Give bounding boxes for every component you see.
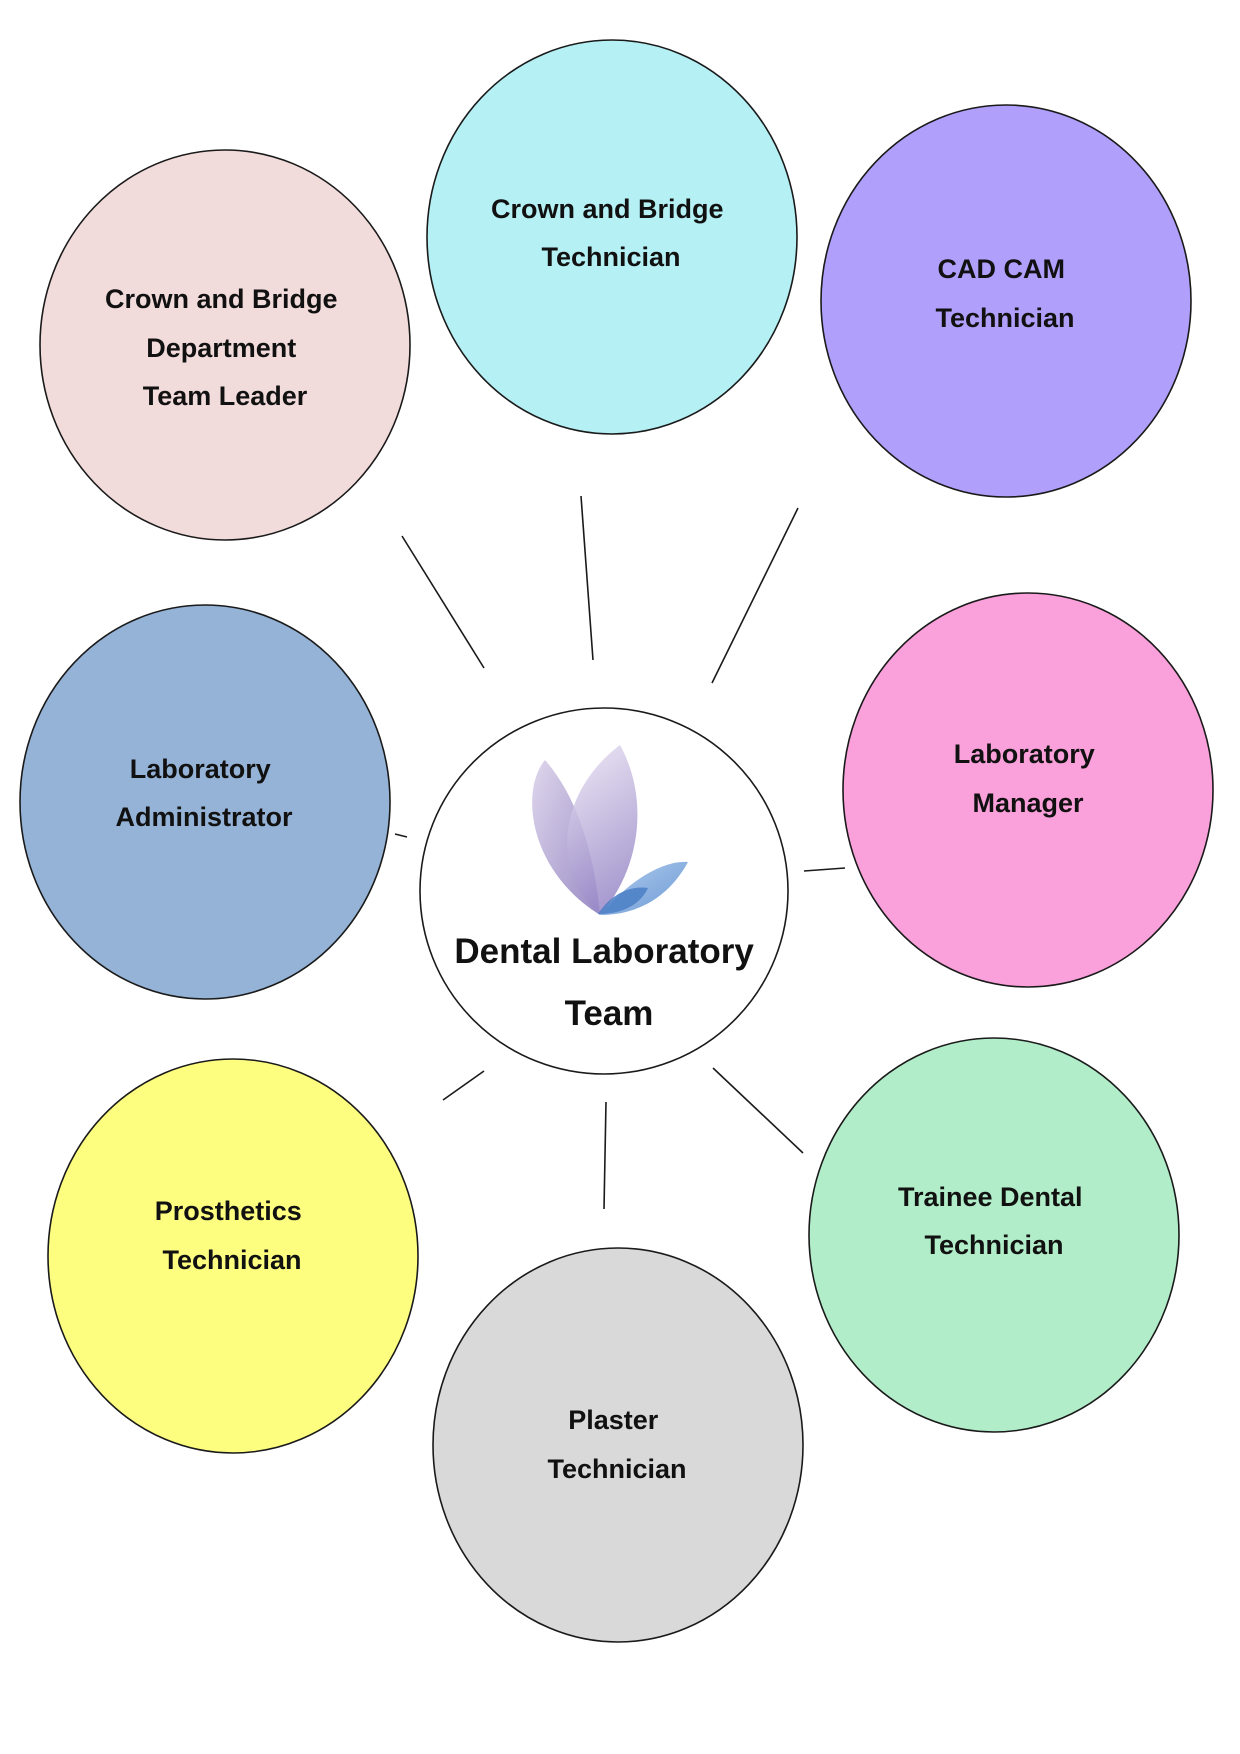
svg-text:Laboratory Manager: Laboratory Manager [954,739,1103,818]
role-label-line: Trainee Dental [898,1182,1083,1212]
role-laboratory-manager: Laboratory Manager [842,592,1214,988]
role-label-line: Laboratory [954,739,1095,769]
connector-crown-bridge [580,495,594,661]
connector-team-leader [401,535,485,669]
butterfly-logo-icon [532,745,688,915]
prosthetics-technician-circle [47,1058,419,1454]
role-label-line: Plaster [568,1405,659,1435]
role-crown-bridge-technician: Crown and Bridge Technician [426,39,798,435]
connector-administrator [394,833,408,838]
role-label-line: CAD CAM [937,254,1065,284]
role-label-line: Technician [541,242,680,272]
svg-text:Plaster Technician: Plaster Technician [547,1405,686,1484]
role-cad-cam-technician: CAD CAM Technician [820,104,1192,498]
connector-lines [394,495,846,1210]
role-trainee-dental-technician: Trainee Dental Technician [808,1037,1180,1433]
role-label-line: Crown and Bridge [105,284,338,314]
laboratory-administrator-circle [19,604,391,1000]
svg-text:Dental Laboratory Team: Dental Laboratory Team [454,932,763,1033]
center-title-line: Dental Laboratory [454,932,754,971]
connector-plaster [603,1101,607,1210]
connector-prosthetics [442,1070,485,1101]
svg-text:Laboratory Administrat: Laboratory Administrator [115,754,293,832]
role-label-line: Prosthetics [155,1196,302,1226]
laboratory-manager-circle [842,592,1214,988]
center-title-line: Team [565,994,654,1033]
role-label-line: Crown and Bridge [491,194,724,224]
center-node: Dental Laboratory Team [419,707,789,1075]
svg-text:Crown and Bridge Depar: Crown and Bridge Department Team Leader [105,284,345,411]
role-plaster-technician: Plaster Technician [432,1247,804,1643]
role-crown-bridge-team-leader: Crown and Bridge Department Team Leader [39,149,411,541]
svg-text:Trainee Dental Technic: Trainee Dental Technician [898,1182,1090,1260]
role-label-line: Technician [924,1230,1063,1260]
svg-text:CAD CAM Technician: CAD CAM Technician [935,254,1074,333]
role-circles: Crown and Bridge Department Team Leader … [19,39,1214,1643]
role-label-line: Administrator [115,802,293,832]
connector-cad-cam [711,507,799,684]
svg-text:Crown and Bridge Techn: Crown and Bridge Technician [491,194,731,272]
connector-manager [803,867,846,872]
role-prosthetics-technician: Prosthetics Technician [47,1058,419,1454]
role-label-line: Manager [972,788,1084,818]
role-label-line: Technician [547,1454,686,1484]
plaster-technician-circle [432,1247,804,1643]
cad-cam-technician-circle [820,104,1192,498]
role-label-line: Laboratory [130,754,271,784]
svg-text:Prosthetics Technician: Prosthetics Technician [155,1196,310,1275]
role-label-line: Technician [162,1245,301,1275]
connector-trainee [712,1067,804,1154]
crown-bridge-team-leader-circle [39,149,411,541]
role-laboratory-administrator: Laboratory Administrator [19,604,391,1000]
role-label-line: Team Leader [143,381,308,411]
crown-bridge-technician-circle [426,39,798,435]
role-label-line: Technician [935,303,1074,333]
role-label-line: Department [146,333,296,363]
trainee-dental-technician-circle [808,1037,1180,1433]
